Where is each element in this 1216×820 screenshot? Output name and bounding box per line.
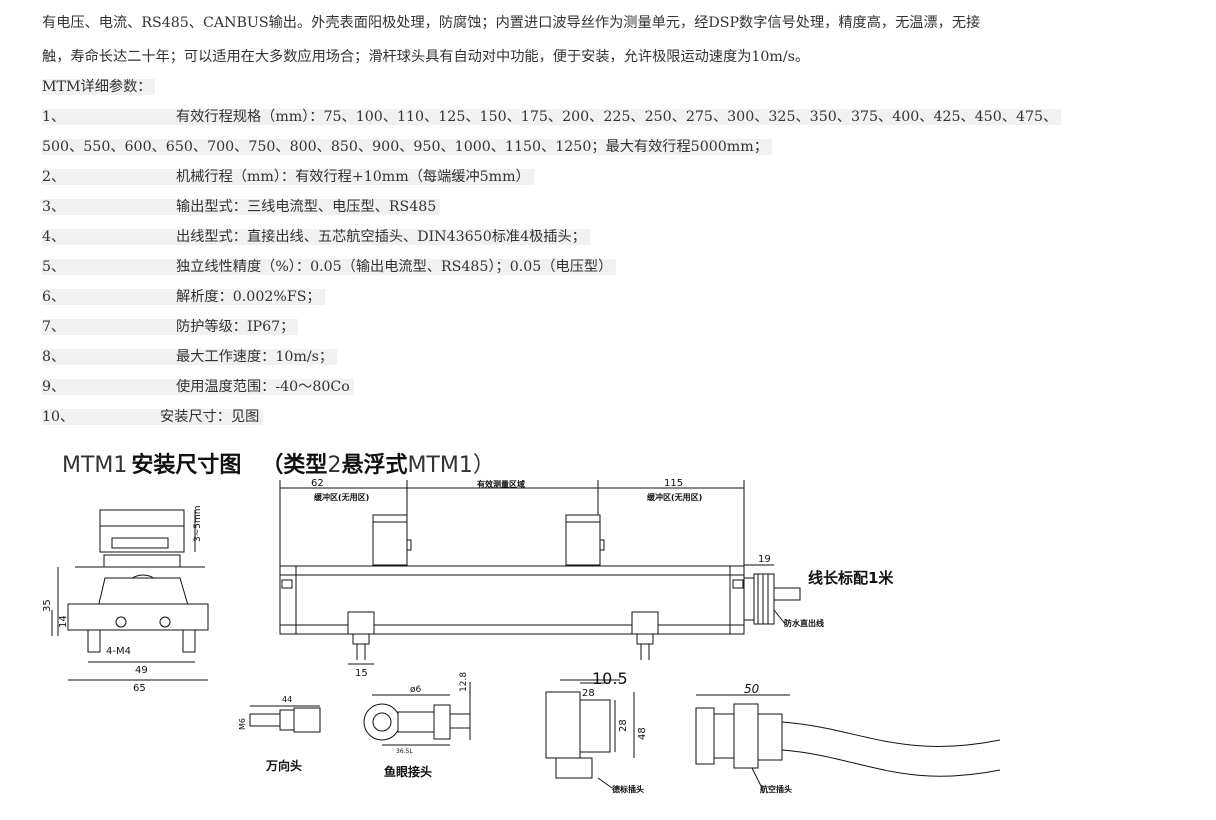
side-view	[67, 509, 209, 653]
param-text: 有效行程规格（mm）：75、100、110、125、150、175、200、22…	[176, 109, 1058, 125]
param-row: 3、 输出型式：三线电流型、电压型、RS485	[42, 196, 441, 218]
param-text: 使用温度范围：-40～80Co	[176, 379, 350, 395]
mount-foot-right	[631, 611, 659, 660]
dim-65: 65	[133, 683, 146, 694]
param-num: 10、	[42, 409, 75, 425]
param-num: 7、	[42, 319, 66, 335]
param-row: 1、 有效行程规格（mm）：75、100、110、125、150、175、200、…	[42, 106, 1062, 128]
dim-49: 49	[135, 665, 148, 676]
slider-magnet-left	[372, 514, 412, 566]
param-num: 6、	[42, 289, 66, 305]
din-plug-label: 德标插头	[612, 784, 644, 794]
dim-35: 35	[42, 599, 53, 612]
param-num: 3、	[42, 199, 66, 215]
intro-line-1: 有电压、电流、RS485、CANBUS输出。外壳表面阳极处理，防腐蚀；内置进口波…	[42, 15, 981, 31]
title-type: （类型	[261, 453, 327, 478]
fisheye-joint-label: 鱼眼接头	[384, 764, 432, 779]
params-heading-text: MTM详细参数：	[42, 79, 156, 95]
dim-4-m4: 4-M4	[106, 646, 131, 657]
dim-44: 44	[282, 695, 292, 704]
dim-14: 14	[58, 615, 69, 628]
dim-48: 48	[637, 727, 648, 740]
dim-62: 62	[311, 478, 324, 489]
dim-10-5: 10.5	[592, 669, 628, 688]
param-row: 2、 机械行程（mm）：有效行程+10mm（每端缓冲5mm）	[42, 166, 534, 188]
dim-m6: M6	[238, 718, 247, 730]
param-num: 8、	[42, 349, 66, 365]
dim-3-5mm: 3~5mm	[193, 505, 203, 542]
intro-line-2: 触，寿命长达二十年；可以适用在大多数应用场合；滑杆球头具有自动对中功能，便于安装…	[42, 49, 810, 65]
param-text: 独立线性精度（%）：0.05（输出电流型、RS485）；0.05（电压型）	[176, 259, 613, 275]
param-text: 500、550、600、650、700、750、800、850、900、950、…	[42, 139, 768, 155]
title-type-num: 2	[327, 453, 341, 478]
universal-joint-drawing	[249, 705, 321, 733]
universal-joint-label: 万向头	[265, 758, 302, 773]
cable-gland	[743, 573, 801, 625]
dim-28-top: 28	[582, 688, 595, 699]
param-row: 6、 解析度：0.002%FS；	[42, 286, 325, 308]
param-text: 出线型式：直接出线、五芯航空插头、DIN43650标准4极插头；	[176, 229, 586, 245]
param-row: 7、 防护等级：IP67；	[42, 316, 299, 338]
label-buffer-left: 缓冲区(无用区)	[314, 492, 369, 502]
param-row: 10、 安装尺寸：见图	[42, 406, 264, 428]
mount-foot-left	[347, 611, 375, 660]
waterproof-outlet-label: 防水直出线	[784, 618, 824, 628]
param-row: 500、550、600、650、700、750、800、850、900、950、…	[42, 136, 772, 158]
param-num: 4、	[42, 229, 66, 245]
param-text: 防护等级：IP67；	[176, 319, 295, 335]
param-text: 输出型式：三线电流型、电压型、RS485	[176, 199, 437, 215]
din-plug-drawing	[545, 679, 635, 779]
fisheye-joint-drawing	[363, 682, 471, 746]
dim-115: 115	[664, 478, 683, 489]
dim-12-8: 12.8	[459, 672, 469, 692]
dim-50: 50	[744, 682, 760, 696]
param-num: 2、	[42, 169, 66, 185]
param-row: 9、 使用温度范围：-40～80Co	[42, 376, 354, 398]
params-heading: MTM详细参数：	[42, 76, 156, 98]
title-floating: 悬浮式	[341, 452, 407, 478]
param-num: 9、	[42, 379, 66, 395]
param-text: 解析度：0.002%FS；	[176, 289, 321, 305]
label-buffer-right: 缓冲区(无用区)	[647, 492, 702, 502]
top-dimensions	[279, 480, 745, 566]
dim-15: 15	[355, 668, 368, 679]
param-row: 8、 最大工作速度：10m/s；	[42, 346, 338, 368]
param-text: 安装尺寸：见图	[160, 409, 260, 425]
title-model-2: MTM1）	[407, 453, 494, 478]
param-text: 最大工作速度：10m/s；	[176, 349, 334, 365]
dim-36-5: 36.5L	[396, 748, 413, 755]
param-row: 4、 出线型式：直接出线、五芯航空插头、DIN43650标准4极插头；	[42, 226, 590, 248]
aviation-plug-label: 航空插头	[760, 784, 792, 794]
aviation-plug-drawing	[695, 694, 1001, 777]
title-model: MTM1	[62, 453, 127, 478]
dim-28-side: 28	[618, 719, 629, 732]
slider-magnet-right	[565, 514, 605, 566]
title-main: 安装尺寸图	[131, 452, 241, 478]
label-effective-area: 有效测量区域	[477, 479, 525, 489]
param-row: 5、 独立线性精度（%）：0.05（输出电流型、RS485）；0.05（电压型）	[42, 256, 617, 278]
cable-length-label: 线长标配1米	[808, 569, 894, 587]
param-num: 5、	[42, 259, 66, 275]
dim-phi6: ø6	[410, 685, 422, 695]
param-text: 机械行程（mm）：有效行程+10mm（每端缓冲5mm）	[176, 169, 530, 185]
param-num: 1、	[42, 109, 66, 125]
dim-19: 19	[758, 554, 771, 565]
